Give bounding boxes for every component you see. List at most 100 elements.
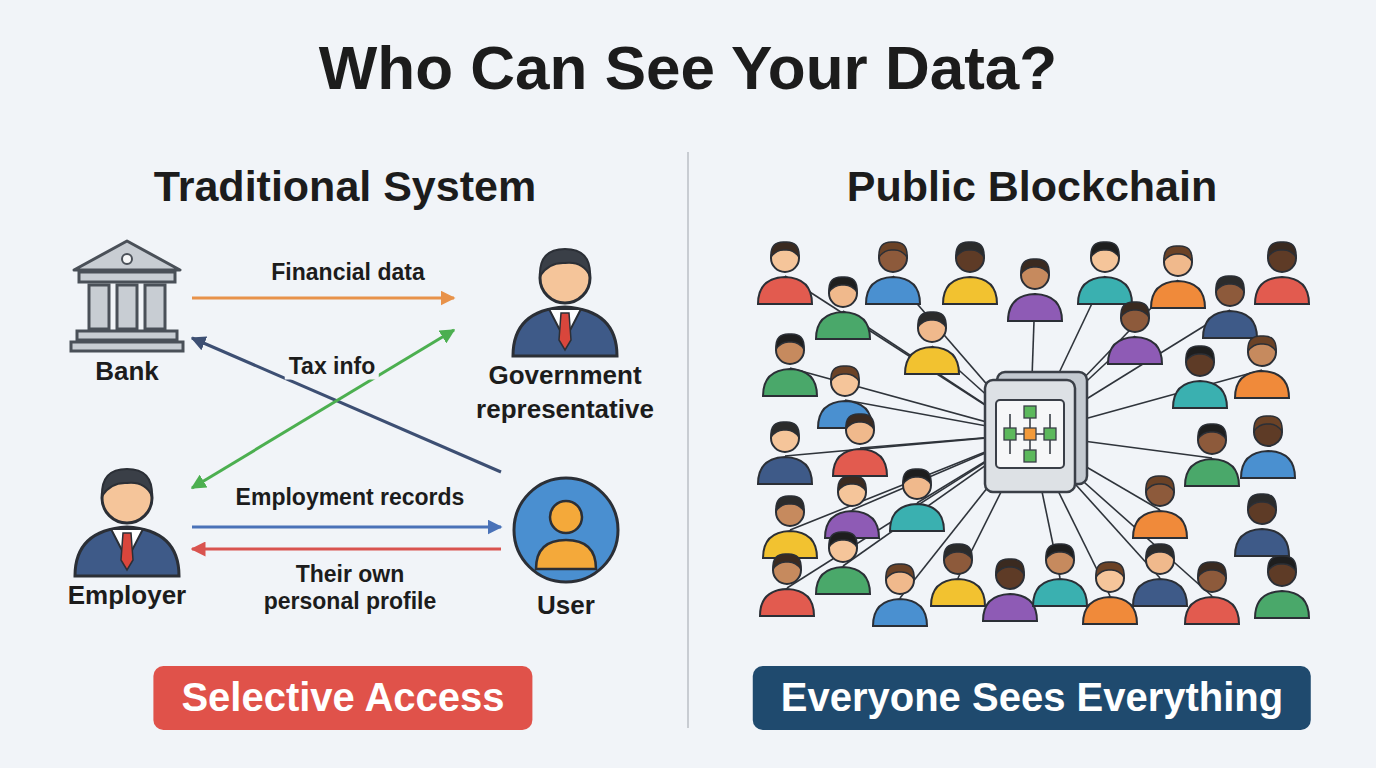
person-figure xyxy=(1078,242,1132,304)
person-shoulders xyxy=(1235,371,1289,398)
tax-arrow xyxy=(192,338,501,472)
person-figure xyxy=(1185,424,1239,486)
person-figure xyxy=(890,469,944,531)
person-shoulders xyxy=(1151,281,1205,308)
person-shoulders xyxy=(1008,294,1062,321)
person-hair xyxy=(776,496,804,511)
person-hair xyxy=(1268,242,1296,257)
person-figure xyxy=(1185,562,1239,624)
person-hair xyxy=(1121,302,1149,317)
person-shoulders xyxy=(1241,451,1295,478)
divider-line xyxy=(687,152,689,728)
suit-hair xyxy=(102,469,152,496)
node-label: Everyone Sees Everything xyxy=(781,672,1283,722)
ledger-block xyxy=(1024,428,1036,440)
person-figure xyxy=(825,476,879,538)
person-figure xyxy=(816,532,870,594)
person-hair xyxy=(829,532,857,547)
ledger-icon xyxy=(985,372,1087,492)
ledger-panel xyxy=(996,400,1064,468)
crowd-illustration xyxy=(758,242,1309,626)
person-shoulders xyxy=(1173,381,1227,408)
suit-hair xyxy=(540,249,590,276)
person-shoulders xyxy=(1255,277,1309,304)
person-figure xyxy=(943,242,997,304)
person-figure xyxy=(931,544,985,606)
suit-tie xyxy=(121,533,133,570)
person-hair xyxy=(829,277,857,292)
records-arrow xyxy=(192,526,501,529)
person-shoulders xyxy=(1083,597,1137,624)
person-hair xyxy=(918,312,946,327)
person-figure xyxy=(758,242,812,304)
user-head xyxy=(550,501,582,533)
suit-body xyxy=(75,527,179,576)
suit-icon xyxy=(67,456,187,578)
person-figure xyxy=(763,496,817,558)
edge-label: Employment records xyxy=(232,484,469,511)
person-shoulders xyxy=(1203,311,1257,338)
person-figure xyxy=(873,564,927,626)
node-label: Employer xyxy=(68,578,187,612)
suit-tie xyxy=(559,313,571,350)
bank-column xyxy=(145,285,165,329)
person-shoulders xyxy=(866,277,920,304)
person-shoulders xyxy=(758,277,812,304)
person-hair xyxy=(1198,424,1226,439)
person-hair xyxy=(1146,476,1174,491)
user-shoulders xyxy=(536,540,596,569)
ledger-block xyxy=(1024,406,1036,418)
person-hair xyxy=(776,334,804,349)
person-hair xyxy=(1186,346,1214,361)
person-hair xyxy=(831,366,859,381)
person-shoulders xyxy=(1033,579,1087,606)
bank-node: Bank xyxy=(62,238,192,388)
ledger-block xyxy=(1044,428,1056,440)
person-shoulders xyxy=(931,579,985,606)
person-figure xyxy=(758,422,812,484)
person-hair xyxy=(1248,336,1276,351)
person-figure xyxy=(833,414,887,476)
person-hair xyxy=(879,242,907,257)
person-hair xyxy=(903,469,931,484)
bank-beam xyxy=(79,272,175,282)
person-hair xyxy=(1198,562,1226,577)
bank-column xyxy=(117,285,137,329)
person-hair xyxy=(1248,494,1276,509)
person-shoulders xyxy=(1255,591,1309,618)
user-disc xyxy=(514,478,618,582)
person-hair xyxy=(1268,556,1296,571)
edge-label: Tax info xyxy=(285,353,379,380)
person-hair xyxy=(1254,416,1282,431)
person-figure xyxy=(1235,494,1289,556)
title: Who Can See Your Data? xyxy=(0,30,1376,106)
government-node: Government representative xyxy=(454,236,676,426)
person-hair xyxy=(1021,259,1049,274)
bank-step xyxy=(71,342,183,351)
person-hair xyxy=(1046,544,1074,559)
person-shoulders xyxy=(1078,277,1132,304)
person-shoulders xyxy=(1108,337,1162,364)
person-figure xyxy=(866,242,920,304)
node-label: User xyxy=(537,588,595,622)
edge-label: Financial data xyxy=(267,259,428,286)
person-figure xyxy=(763,334,817,396)
person-figure xyxy=(1255,242,1309,304)
person-figure xyxy=(760,554,814,616)
person-figure xyxy=(1083,562,1137,624)
person-figure xyxy=(1008,259,1062,321)
bank-step xyxy=(77,331,177,340)
profile-arrow xyxy=(192,548,501,551)
person-figure xyxy=(1033,544,1087,606)
person-hair xyxy=(944,544,972,559)
person-shoulders xyxy=(816,567,870,594)
person-shoulders xyxy=(1185,459,1239,486)
person-hair xyxy=(1216,276,1244,291)
person-hair xyxy=(838,476,866,491)
person-shoulders xyxy=(816,312,870,339)
person-shoulders xyxy=(758,457,812,484)
ledger-front xyxy=(985,380,1075,492)
person-figure xyxy=(1108,302,1162,364)
person-shoulders xyxy=(890,504,944,531)
